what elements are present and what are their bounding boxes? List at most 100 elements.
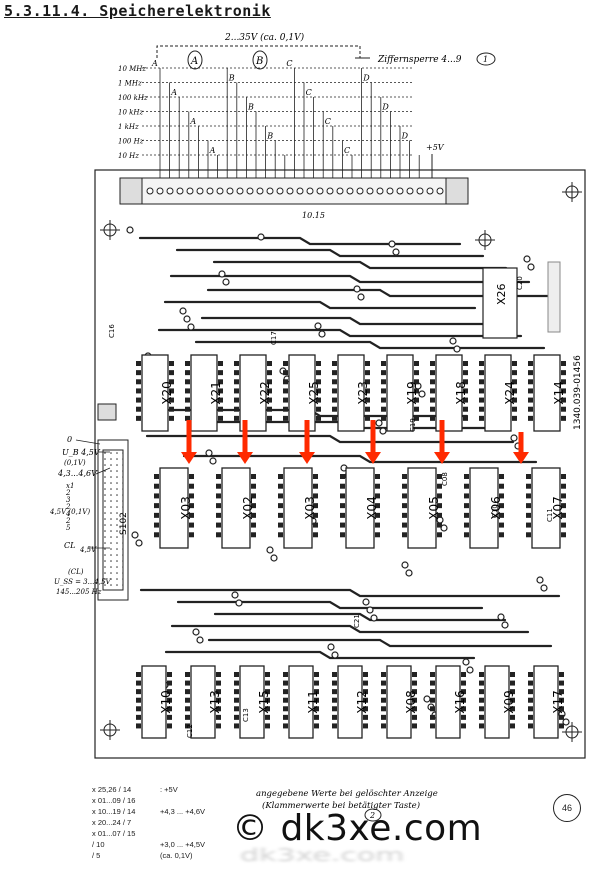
note-row: / 10+3,0 ... +4,5V	[92, 840, 206, 849]
ic-label: X16	[453, 690, 467, 714]
ic-label: X10	[159, 690, 173, 714]
pin-label: 3	[66, 496, 71, 504]
line-letter: C	[325, 117, 331, 126]
pin-label: x1	[66, 482, 74, 490]
line-letter: A	[189, 117, 196, 126]
circle-a: A	[190, 56, 198, 67]
capacitor-label: C17	[270, 331, 278, 345]
ic-label: X05	[427, 496, 441, 520]
capacitor-label: C08	[441, 472, 449, 486]
svg-text:0: 0	[67, 435, 72, 444]
note-row: x 01...09 / 16	[92, 796, 136, 805]
ic-label: X02	[241, 496, 255, 520]
capacitor-label: C19	[409, 418, 417, 432]
capacitor-label: C21	[353, 614, 361, 628]
ic-label: X13	[208, 690, 222, 714]
pin-label: 4	[65, 510, 70, 518]
svg-text:2: 2	[369, 811, 375, 820]
connector-label: 10.15	[302, 211, 325, 220]
svg-text:145...205 Hz: 145...205 Hz	[56, 588, 102, 596]
capacitor-label: C16	[108, 324, 116, 338]
frequency-label: 10 MHz	[118, 65, 146, 73]
svg-text:CL: CL	[64, 541, 75, 550]
ic-label: X14	[552, 381, 566, 405]
ic-x26: X26	[495, 283, 508, 305]
ic-label: X08	[404, 690, 418, 714]
ic-label: X23	[356, 381, 370, 405]
svg-text:(0,1V): (0,1V)	[64, 459, 86, 467]
capacitor-label: C11	[546, 508, 554, 522]
watermark: © dk3xe.com	[232, 808, 483, 849]
pcb-outline	[94, 169, 586, 759]
ic-label: X25	[307, 381, 321, 405]
switch-s102: S102	[119, 512, 129, 535]
line-letter: A	[209, 146, 216, 155]
frequency-label: 100 kHz	[118, 94, 148, 102]
line-letter: D	[401, 132, 409, 141]
line-letter: B	[228, 74, 235, 83]
pin-label: 5	[66, 524, 71, 532]
circle-b: B	[255, 56, 263, 67]
line-letter: C	[286, 59, 292, 68]
page-number: 46	[553, 794, 581, 822]
part-number: 1340.039-01456	[573, 355, 583, 430]
ic-label: X03	[303, 496, 317, 520]
frequency-label: 1 kHz	[118, 123, 139, 131]
line-letter: D	[381, 103, 389, 112]
svg-text:U_SS = 3...4,5V: U_SS = 3...4,5V	[54, 578, 111, 586]
ic-label: X07	[551, 496, 565, 520]
frequency-label: 10 kHz	[118, 109, 143, 117]
line-letter: B	[247, 103, 254, 112]
capacitor-label: C10	[491, 504, 499, 518]
page-title: 5.3.11.4. Speicherelektronik	[4, 2, 271, 20]
ic-label: X09	[502, 690, 516, 714]
ic-label: X12	[355, 690, 369, 714]
ic-label: X06	[489, 496, 503, 520]
svg-text:4,3...4,6V: 4,3...4,6V	[57, 469, 98, 478]
supply-label: 2...35V (ca. 0,1V)	[224, 32, 305, 43]
svg-text:U_B 4,5V: U_B 4,5V	[62, 448, 101, 457]
capacitor-label: C20	[516, 276, 524, 290]
frequency-label: 1 MHz	[118, 80, 142, 88]
ic-label: X18	[454, 381, 468, 405]
frequency-label: 10 Hz	[118, 152, 139, 160]
line-letter: C	[306, 88, 312, 97]
ic-label: X21	[209, 381, 223, 405]
watermark-shadow: dk3xe.com	[240, 845, 405, 866]
svg-text:1: 1	[483, 55, 488, 64]
svg-text:(CL): (CL)	[68, 568, 84, 576]
ic-label: X15	[257, 690, 271, 714]
caption-line1: angegebene Werte bei gelöschter Anzeige	[256, 789, 438, 799]
ic-label: X11	[306, 690, 320, 714]
supply-notes: x 25,26 / 14: +5V x 01...09 / 16 x 10...…	[92, 784, 242, 861]
caption-line2: (Klammerwerte bei betätigter Taste)	[262, 800, 420, 811]
pin-label: 2	[65, 503, 71, 511]
frequency-label: 100 Hz	[118, 138, 144, 146]
pin-label: 2	[65, 489, 71, 497]
svg-text:4,5V (0,1V): 4,5V (0,1V)	[49, 508, 90, 516]
capacitor-label: C13	[242, 708, 250, 722]
capacitor-label: C12	[186, 724, 194, 738]
ic-label: X04	[365, 496, 379, 520]
line-letter: A	[151, 59, 158, 68]
pin-label: 2	[65, 517, 71, 525]
ic-label: X22	[258, 381, 272, 405]
note-row: x 20...24 / 7	[92, 818, 132, 827]
plus5v-label: +5V	[426, 143, 445, 152]
ic-label: X17	[551, 690, 565, 714]
line-letter: A	[170, 88, 177, 97]
line-letter: C	[344, 146, 350, 155]
note-row: x 01...07 / 15	[92, 829, 136, 838]
ic-label: X20	[160, 381, 174, 405]
note-row: / 5(ca. 0,1V)	[92, 851, 193, 860]
note-row: x 25,26 / 14: +5V	[92, 785, 178, 794]
mounting-holes	[100, 182, 582, 742]
line-letter: D	[362, 74, 370, 83]
ic-label: X19	[405, 381, 419, 405]
ziffernsperre-label: Ziffernsperre 4...9	[377, 55, 462, 65]
note-row: x 10...19 / 14+4,3 ... +4,6V	[92, 807, 206, 816]
ic-label: X03	[179, 496, 193, 520]
ic-label: X24	[503, 381, 517, 405]
line-letter: B	[266, 132, 273, 141]
